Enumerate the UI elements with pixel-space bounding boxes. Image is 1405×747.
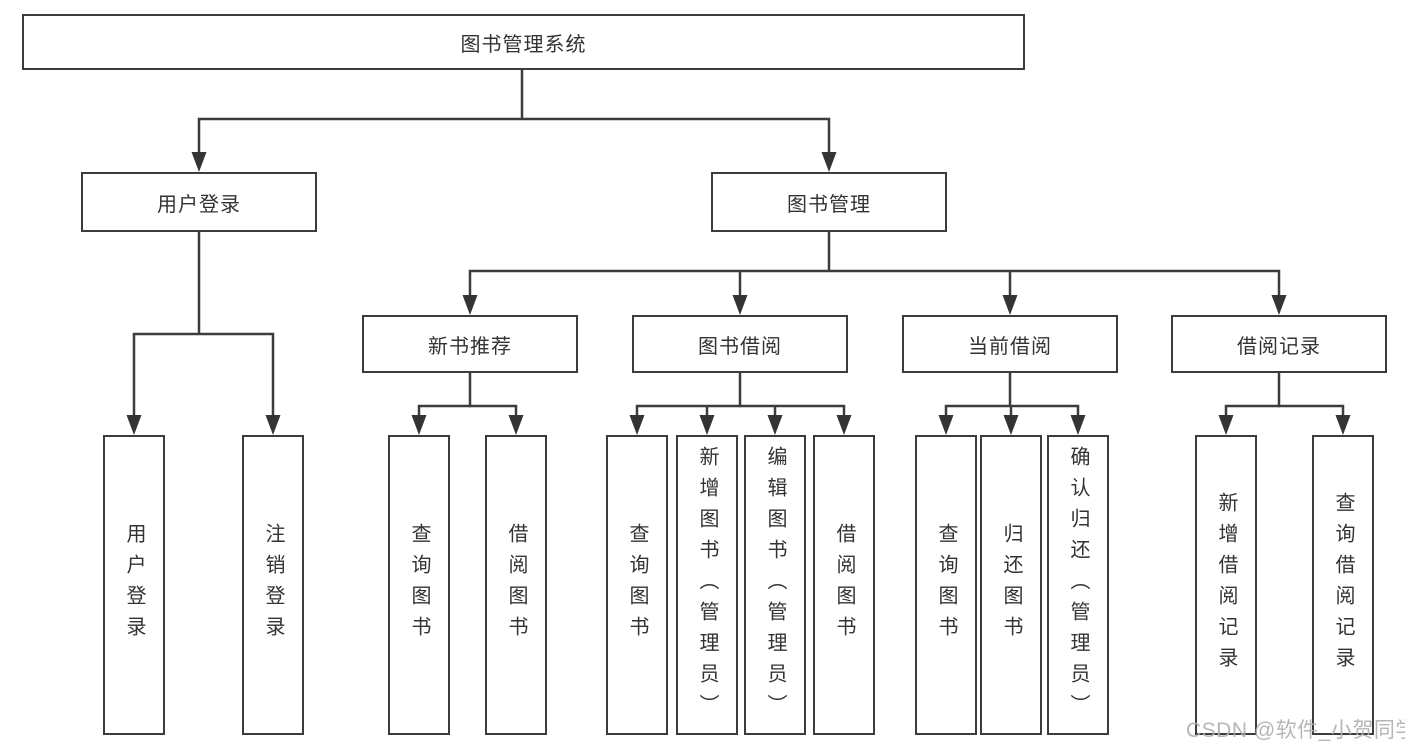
leaf-query-books-current-label: 查询图书: [935, 523, 957, 647]
leaf-add-borrow-record-label: 新增借阅记录: [1215, 492, 1237, 678]
node-new-book-recommend: 新书推荐: [362, 315, 578, 373]
leaf-add-book-admin-label: 新增图书（管理员）: [696, 445, 718, 725]
node-user-login: 用户登录: [81, 172, 317, 232]
leaf-borrow-books: 借阅图书: [813, 435, 875, 735]
leaf-confirm-return-admin-label: 确认归还（管理员）: [1067, 445, 1089, 725]
node-borrow-records: 借阅记录: [1171, 315, 1387, 373]
leaf-borrow-books-recommend-label: 借阅图书: [505, 523, 527, 647]
leaf-add-borrow-record: 新增借阅记录: [1195, 435, 1257, 735]
node-book-borrow: 图书借阅: [632, 315, 848, 373]
node-library-system: 图书管理系统: [22, 14, 1025, 70]
leaf-query-books-recommend-label: 查询图书: [408, 523, 430, 647]
leaf-confirm-return-admin: 确认归还（管理员）: [1047, 435, 1109, 735]
leaf-logout: 注销登录: [242, 435, 304, 735]
leaf-add-book-admin: 新增图书（管理员）: [676, 435, 738, 735]
leaf-user-login: 用户登录: [103, 435, 165, 735]
leaf-borrow-books-recommend: 借阅图书: [485, 435, 547, 735]
node-book-management: 图书管理: [711, 172, 947, 232]
leaf-query-books-recommend: 查询图书: [388, 435, 450, 735]
csdn-watermark: CSDN @软件_小贺同学: [1186, 719, 1405, 742]
leaf-user-login-label: 用户登录: [123, 523, 145, 647]
leaf-query-borrow-record-label: 查询借阅记录: [1332, 492, 1354, 678]
leaf-query-books-borrow-label: 查询图书: [626, 523, 648, 647]
leaf-logout-label: 注销登录: [262, 523, 284, 647]
leaf-edit-book-admin: 编辑图书（管理员）: [744, 435, 806, 735]
leaf-query-books-borrow: 查询图书: [606, 435, 668, 735]
leaf-return-books-label: 归还图书: [1000, 523, 1022, 647]
arrowheads: [126, 152, 1351, 435]
leaf-query-borrow-record: 查询借阅记录: [1312, 435, 1374, 735]
node-current-borrow: 当前借阅: [902, 315, 1118, 373]
leaf-borrow-books-label: 借阅图书: [833, 523, 855, 647]
leaf-query-books-current: 查询图书: [915, 435, 977, 735]
leaf-return-books: 归还图书: [980, 435, 1042, 735]
leaf-edit-book-admin-label: 编辑图书（管理员）: [764, 445, 786, 725]
